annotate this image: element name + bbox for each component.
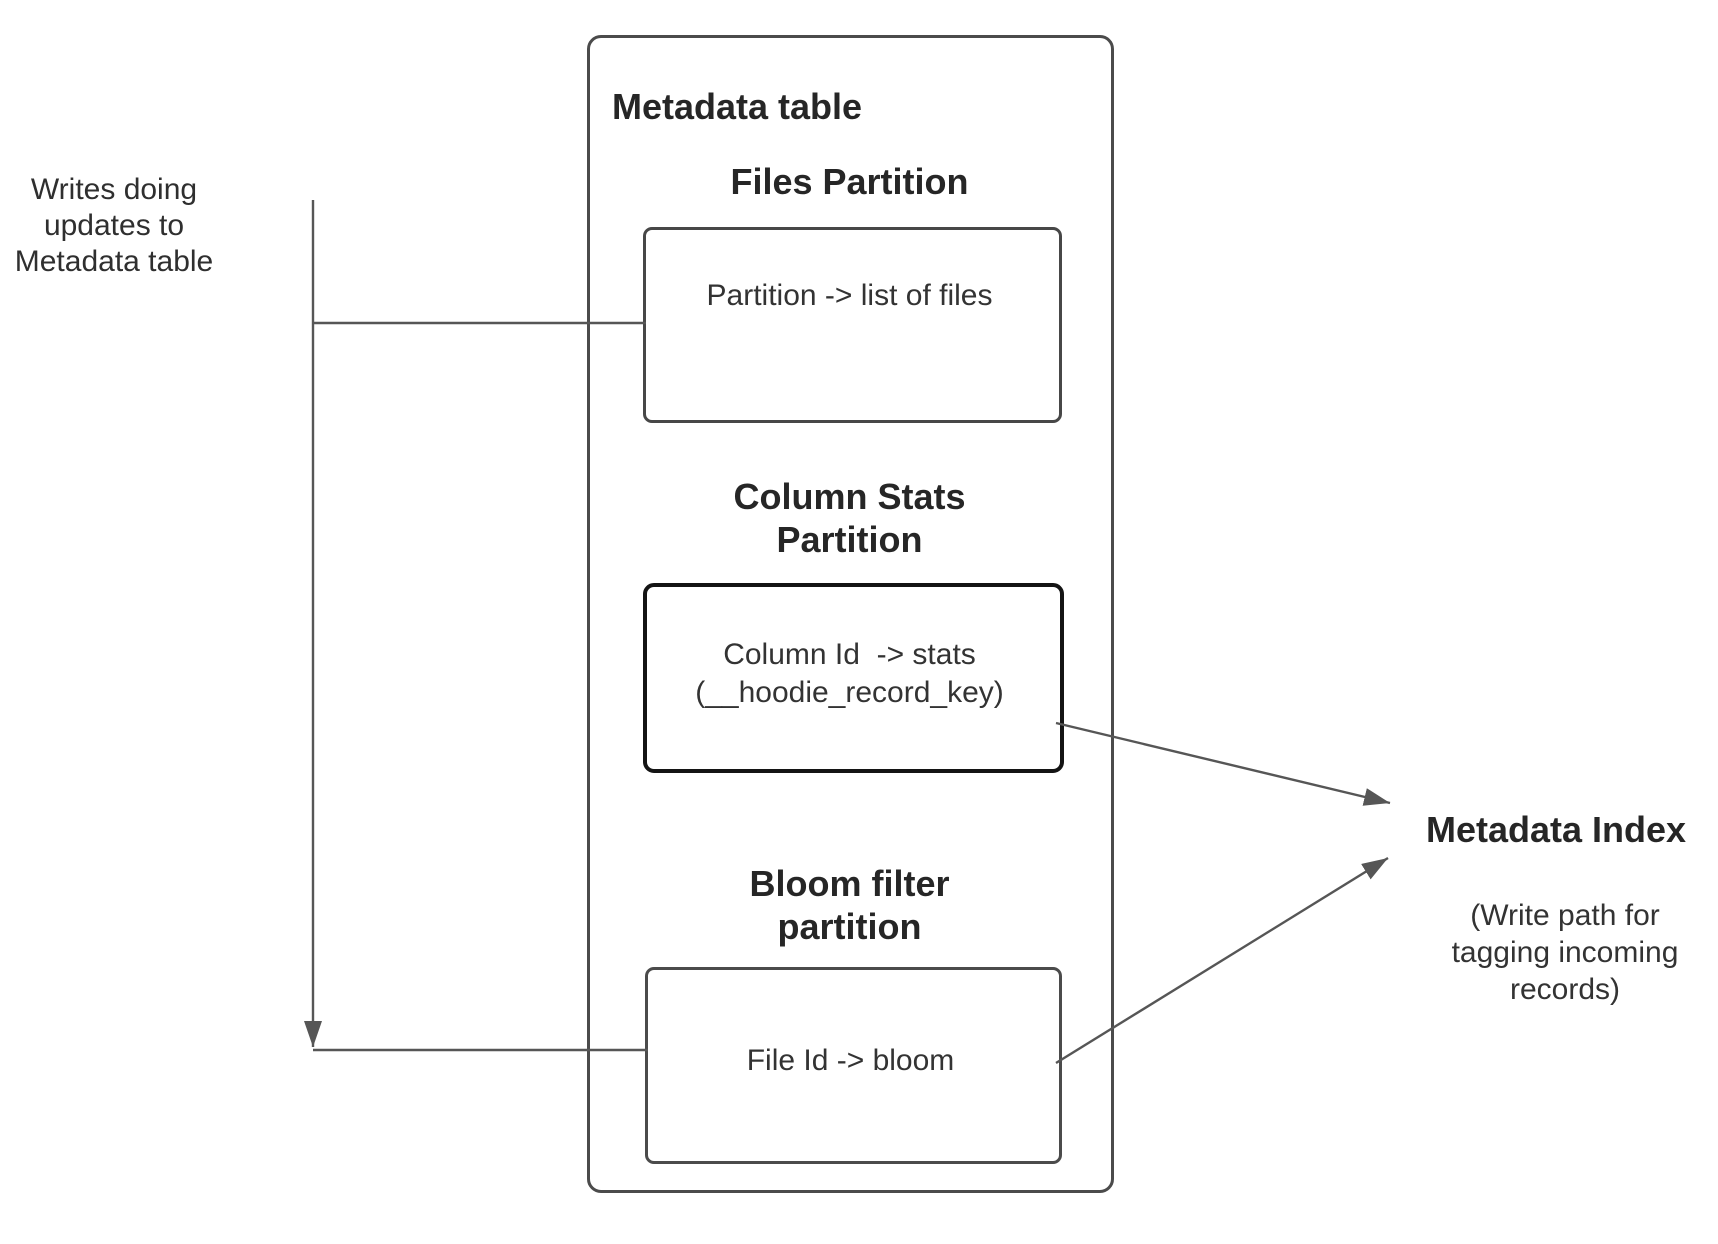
metadata-table-box	[587, 35, 1114, 1193]
files-partition-box	[643, 227, 1062, 423]
bloom-filter-partition-heading: Bloom filter partition	[749, 863, 950, 947]
column-stats-partition-heading: Column Stats Partition	[733, 476, 966, 560]
writes-updates-note: Writes doing updates to Metadata table	[14, 173, 214, 278]
files-partition-body: Partition -> list of files	[706, 279, 993, 312]
column-stats-partition-body: Column Id -> stats (__hoodie_record_key)	[695, 638, 1004, 709]
metadata-table-title: Metadata table	[612, 86, 863, 127]
bloom-filter-partition-body: File Id -> bloom	[746, 1044, 955, 1077]
metadata-index-title: Metadata Index	[1425, 809, 1687, 850]
column-stats-partition-box	[643, 583, 1064, 773]
files-partition-heading: Files Partition	[730, 161, 969, 202]
bloom-filter-partition-box	[645, 967, 1062, 1164]
metadata-index-subtitle: (Write path for tagging incoming records…	[1451, 899, 1679, 1006]
